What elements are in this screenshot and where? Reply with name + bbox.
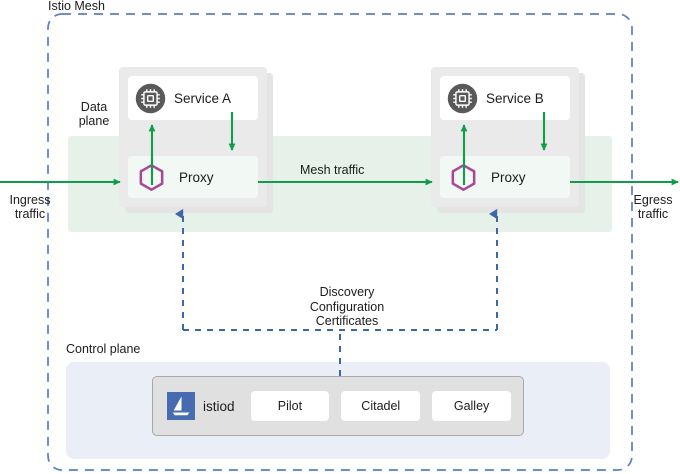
component-citadel[interactable]: Citadel (341, 391, 421, 421)
proxy-a-tile[interactable]: Proxy (128, 156, 258, 198)
proxy-b-label: Proxy (491, 169, 526, 185)
service-a-label: Service A (174, 90, 232, 106)
ingress-traffic-label: Ingress traffic (9, 193, 51, 221)
chip-icon (135, 83, 166, 113)
istio-sail-logo-icon (167, 392, 195, 420)
istio-mesh-boundary (47, 13, 633, 471)
data-plane-label: Data plane (78, 100, 110, 128)
istiod-container[interactable]: istiod Pilot Citadel Galley (152, 376, 524, 436)
mesh-traffic-label: Mesh traffic (300, 163, 365, 177)
hexagon-icon (451, 163, 476, 191)
service-a-tile[interactable]: Service A (128, 76, 258, 120)
service-b-label: Service B (486, 90, 544, 106)
component-pilot[interactable]: Pilot (250, 391, 330, 421)
pod-service-a[interactable]: Service A Proxy (119, 67, 279, 217)
control-link-label: Discovery Configuration Certificates (309, 285, 385, 328)
egress-traffic-label: Egress traffic (633, 193, 673, 221)
chip-icon (447, 83, 478, 113)
component-galley[interactable]: Galley (432, 391, 511, 421)
mesh-title-label: Istio Mesh (48, 0, 105, 13)
istiod-label: istiod (203, 398, 235, 414)
pod-service-b[interactable]: Service B Proxy (431, 67, 591, 217)
service-b-tile[interactable]: Service B (440, 76, 570, 120)
control-plane-label: Control plane (66, 342, 141, 356)
hexagon-icon (139, 163, 164, 191)
proxy-b-tile[interactable]: Proxy (440, 156, 570, 198)
proxy-a-label: Proxy (179, 169, 214, 185)
